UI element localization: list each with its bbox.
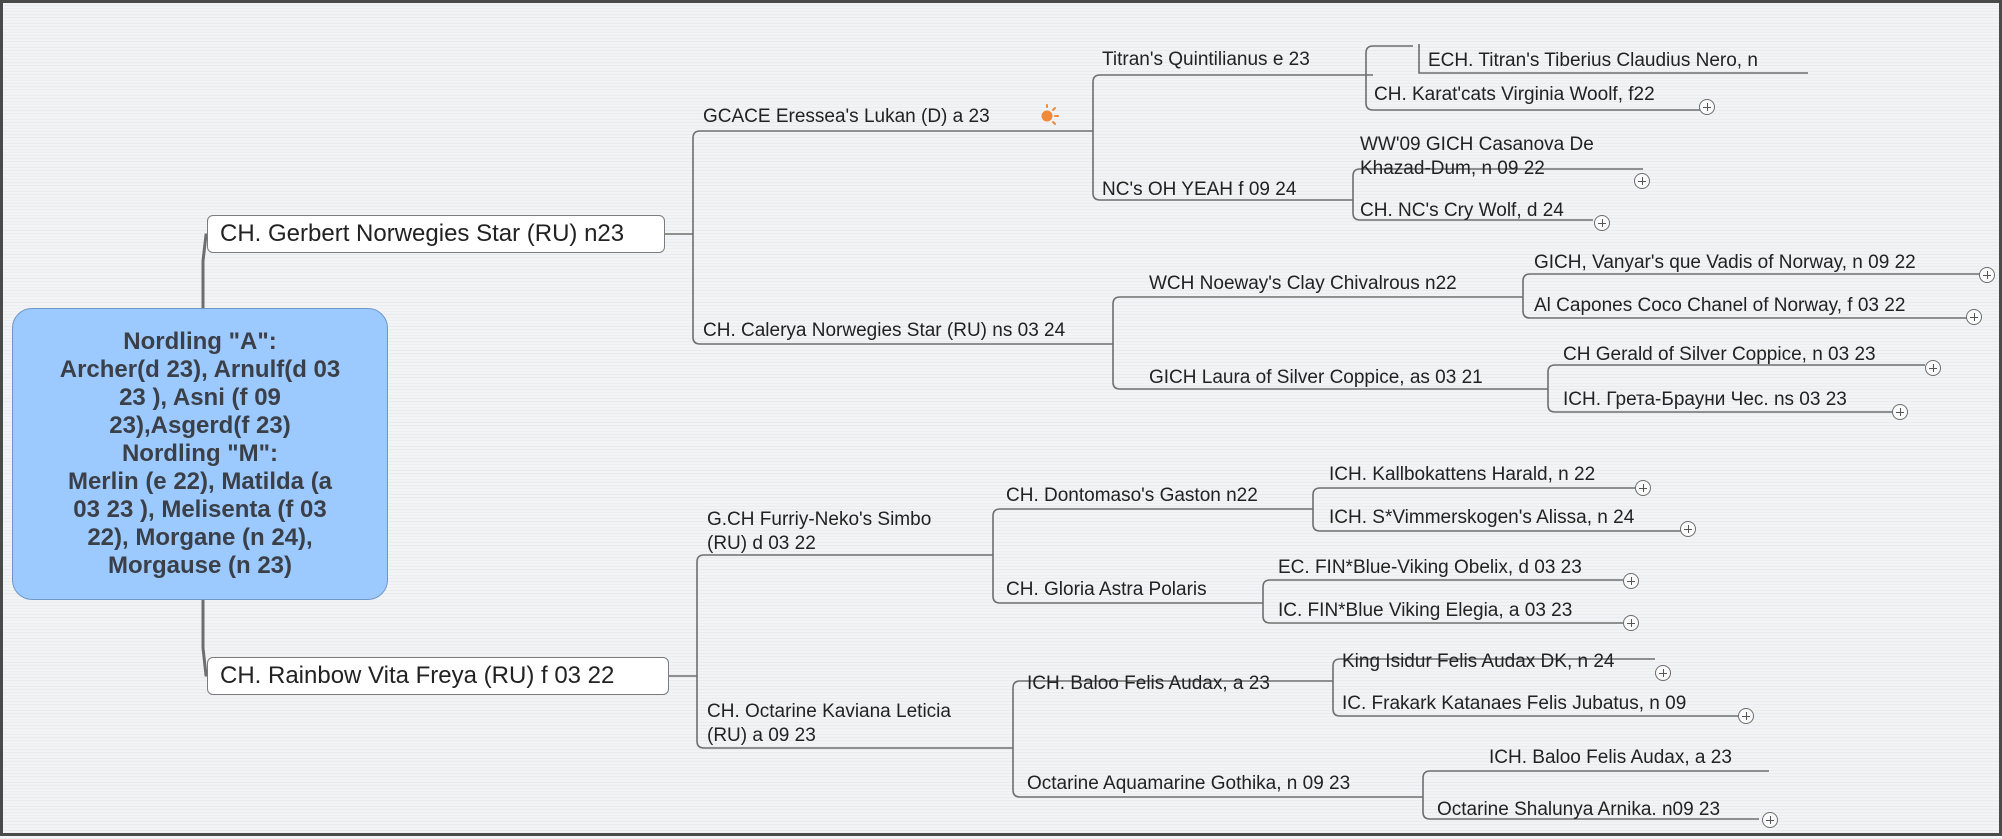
expand-icon[interactable]	[1966, 309, 1982, 325]
expand-icon[interactable]	[1594, 215, 1610, 231]
dsd-label[interactable]: CH. Gloria Astra Polaris	[1006, 579, 1207, 600]
sdds-label[interactable]: CH Gerald of Silver Coppice, n 03 23	[1563, 344, 1876, 365]
dsss-label[interactable]: ICH. Kallbokattens Harald, n 22	[1329, 464, 1596, 485]
dddd-label[interactable]: Octarine Shalunya Arnika. n09 23	[1437, 799, 1721, 820]
dam-dam-label-line2[interactable]: (RU) a 09 23	[707, 725, 816, 746]
sire-dam-label[interactable]: CH. Calerya Norwegies Star (RU) ns 03 24	[703, 320, 1066, 341]
ssds-label-line1[interactable]: WW'09 GICH Casanova De	[1360, 134, 1594, 155]
sds-label[interactable]: WCH Noeway's Clay Chivalrous n22	[1149, 273, 1457, 294]
ssds-label-line2[interactable]: Khazad-Dum, n 09 22	[1360, 158, 1545, 179]
dam-dam-label-line1[interactable]: CH. Octarine Kaviana Leticia	[707, 701, 951, 722]
root-line-4: Merlin (e 22), Matilda (a 03 23 ), Melis…	[67, 468, 333, 579]
root-line-1: Nordling "A":	[123, 328, 277, 355]
expand-icon[interactable]	[1623, 573, 1639, 589]
root-line-3: Nordling "M":	[121, 440, 279, 467]
expand-icon[interactable]	[1655, 665, 1671, 681]
ddds-label[interactable]: ICH. Baloo Felis Audax, a 23	[1489, 747, 1732, 768]
root-line-2: Archer(d 23), Arnulf(d 03 23 ), Asni (f …	[59, 356, 341, 439]
sdss-label[interactable]: GICH, Vanyar's que Vadis of Norway, n 09…	[1534, 252, 1916, 273]
connector-lines	[201, 44, 1981, 820]
dsds-label[interactable]: EC. FIN*Blue-Viking Obelix, d 03 23	[1278, 557, 1582, 578]
sdd-label[interactable]: GICH Laura of Silver Coppice, as 03 21	[1149, 367, 1483, 388]
sire-sire-label[interactable]: GCACE Eressea's Lukan (D) a 23	[703, 106, 990, 127]
expand-icon[interactable]	[1635, 480, 1651, 496]
ssss-label[interactable]: ECH. Titran's Tiberius Claudius Nero, n	[1428, 50, 1758, 71]
expand-icon[interactable]	[1738, 708, 1754, 724]
dam-sire-label-line1[interactable]: G.CH Furriy-Neko's Simbo	[707, 509, 932, 530]
ddd-label[interactable]: Octarine Aquamarine Gothika, n 09 23	[1027, 773, 1351, 794]
sssd-label[interactable]: CH. Karat'cats Virginia Woolf, f22	[1374, 84, 1655, 105]
expand-icon[interactable]	[1925, 360, 1941, 376]
dam-topic[interactable]: CH. Rainbow Vita Freya (RU) f 03 22	[207, 657, 669, 695]
dds-label[interactable]: ICH. Baloo Felis Audax, a 23	[1027, 673, 1270, 694]
dssd-label[interactable]: ICH. S*Vimmerskogen's Alissa, n 24	[1329, 507, 1635, 528]
expand-icon[interactable]	[1979, 267, 1995, 283]
dss-label[interactable]: CH. Dontomaso's Gaston n22	[1006, 485, 1258, 506]
expand-icon[interactable]	[1634, 173, 1650, 189]
root-topic[interactable]: Nordling "A": Archer(d 23), Arnulf(d 03 …	[12, 308, 388, 600]
expand-icon[interactable]	[1623, 615, 1639, 631]
sddd-label[interactable]: ICH. Грета-Брауни Чес. ns 03 23	[1563, 389, 1847, 410]
ssd-label[interactable]: NC's OH YEAH f 09 24	[1102, 179, 1297, 200]
ssdd-label[interactable]: CH. NC's Cry Wolf, d 24	[1360, 200, 1564, 221]
expand-icon[interactable]	[1680, 521, 1696, 537]
sdsd-label[interactable]: Al Capones Coco Chanel of Norway, f 03 2…	[1534, 295, 1906, 316]
dsdd-label[interactable]: IC. FIN*Blue Viking Elegia, a 03 23	[1278, 600, 1573, 621]
ddss-label[interactable]: King Isidur Felis Audax DK, n 24	[1342, 651, 1615, 672]
sun-icon	[1041, 104, 1059, 125]
expand-icon[interactable]	[1699, 99, 1715, 115]
sire-topic[interactable]: CH. Gerbert Norwegies Star (RU) n23	[207, 215, 665, 253]
sss-label[interactable]: Titran's Quintilianus e 23	[1102, 49, 1310, 70]
expand-icon[interactable]	[1892, 404, 1908, 420]
ddsd-label[interactable]: IC. Frakark Katanaes Felis Jubatus, n 09	[1342, 693, 1687, 714]
dam-sire-label-line2[interactable]: (RU) d 03 22	[707, 533, 816, 554]
expand-icon[interactable]	[1762, 812, 1778, 828]
